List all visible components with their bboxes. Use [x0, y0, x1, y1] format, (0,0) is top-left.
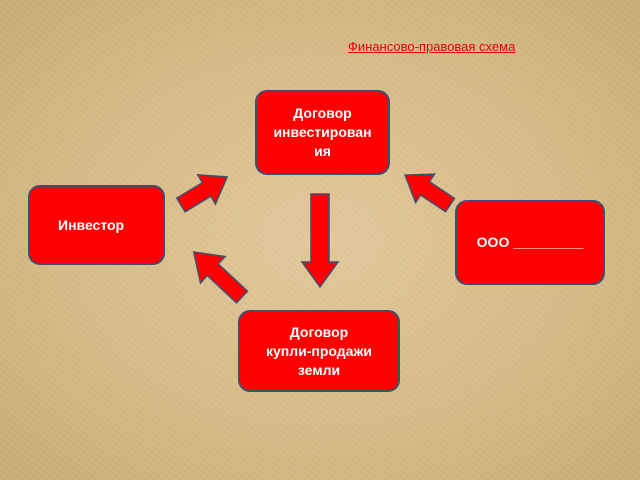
sale-contract-line-2: купли-продажи — [266, 342, 372, 359]
sale-contract-box: Договор купли-продажи земли — [238, 310, 400, 392]
company-box: ООО _________ — [455, 200, 605, 285]
arrow-sale-contract-to-investor — [192, 251, 249, 304]
investor-box: Инвестор — [28, 185, 165, 265]
sale-contract-line-3: земли — [297, 361, 341, 378]
diagram-title: Финансово-правовая схема — [348, 39, 516, 54]
investment-contract-label: Договор инвестирован ия — [273, 104, 371, 161]
arrow-company-to-investment-contract — [403, 173, 456, 213]
investment-contract-line-3: ия — [314, 143, 331, 159]
investment-contract-box: Договор инвестирован ия — [255, 90, 390, 175]
investment-contract-line-1: Договор — [293, 105, 352, 121]
company-label: ООО _________ — [476, 234, 584, 250]
sale-contract-label: Договор купли-продажи земли — [266, 323, 372, 380]
sale-contract-line-1: Договор — [289, 323, 349, 340]
investment-contract-line-2: инвестирован — [273, 124, 372, 140]
investor-label: Инвестор — [58, 216, 125, 233]
arrow-investor-to-investment-contract — [175, 174, 229, 213]
arrow-investment-to-sale-contract — [300, 193, 340, 289]
